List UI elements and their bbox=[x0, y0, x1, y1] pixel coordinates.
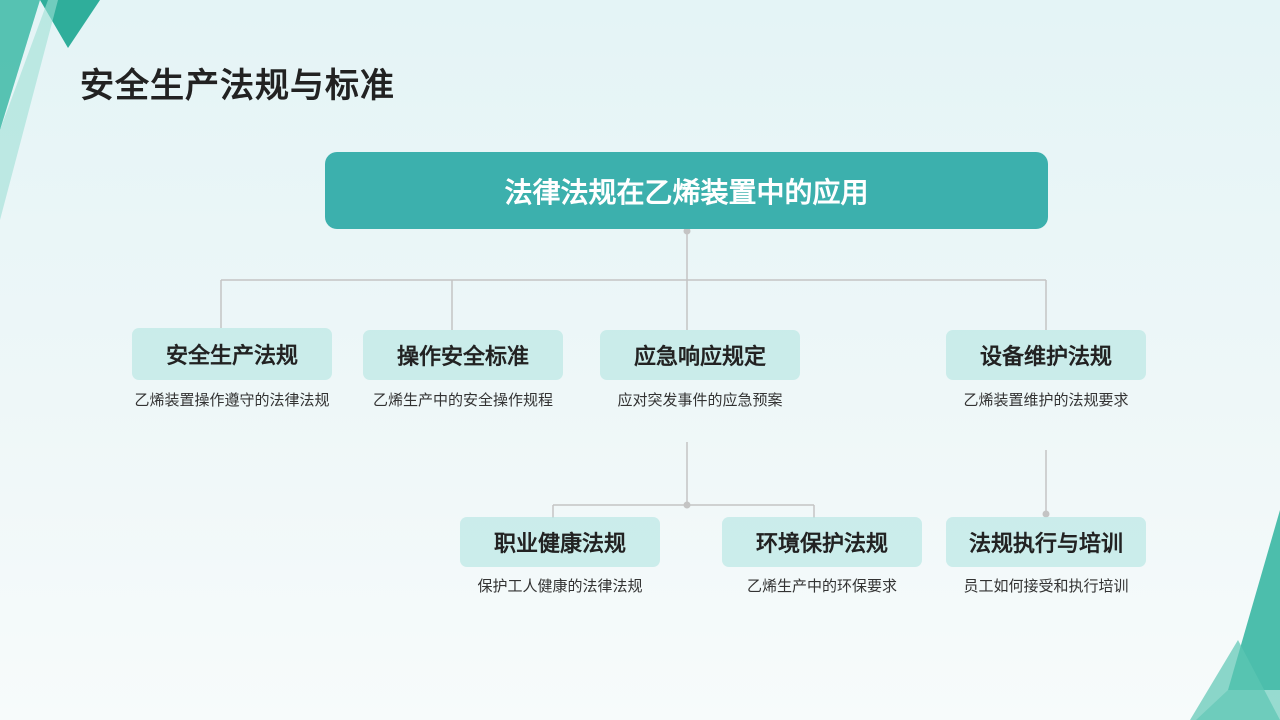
node-desc: 应对突发事件的应急预案 bbox=[617, 391, 783, 409]
node-operation-safety: 操作安全标准 bbox=[363, 330, 563, 380]
node-label: 法规执行与培训 bbox=[968, 532, 1123, 557]
node-label: 操作安全标准 bbox=[396, 345, 529, 370]
node-desc: 乙烯装置操作遵守的法律法规 bbox=[134, 391, 330, 409]
node-label: 环境保护法规 bbox=[755, 532, 888, 557]
node-desc: 乙烯生产中的环保要求 bbox=[746, 577, 897, 595]
node-desc: 保护工人健康的法律法规 bbox=[477, 577, 643, 595]
node-enforcement-training: 法规执行与培训 bbox=[946, 517, 1146, 567]
node-desc: 员工如何接受和执行培训 bbox=[963, 577, 1129, 595]
node-label: 应急响应规定 bbox=[633, 345, 766, 370]
node-label: 安全生产法规 bbox=[165, 344, 298, 369]
node-safety-production: 安全生产法规 bbox=[132, 328, 332, 380]
node-desc: 乙烯生产中的安全操作规程 bbox=[372, 391, 553, 409]
root-node: 法律法规在乙烯装置中的应用 bbox=[325, 152, 1048, 229]
node-label: 设备维护法规 bbox=[979, 345, 1112, 370]
node-environmental-protection: 环境保护法规 bbox=[722, 517, 922, 567]
node-emergency-response: 应急响应规定 bbox=[600, 330, 800, 380]
node-equipment-maintenance: 设备维护法规 bbox=[946, 330, 1146, 380]
node-desc: 乙烯装置维护的法规要求 bbox=[963, 391, 1129, 409]
page-title: 安全生产法规与标准 bbox=[80, 66, 395, 106]
node-occupational-health: 职业健康法规 bbox=[460, 517, 660, 567]
root-node-label: 法律法规在乙烯装置中的应用 bbox=[504, 175, 869, 209]
node-label: 职业健康法规 bbox=[493, 532, 626, 557]
